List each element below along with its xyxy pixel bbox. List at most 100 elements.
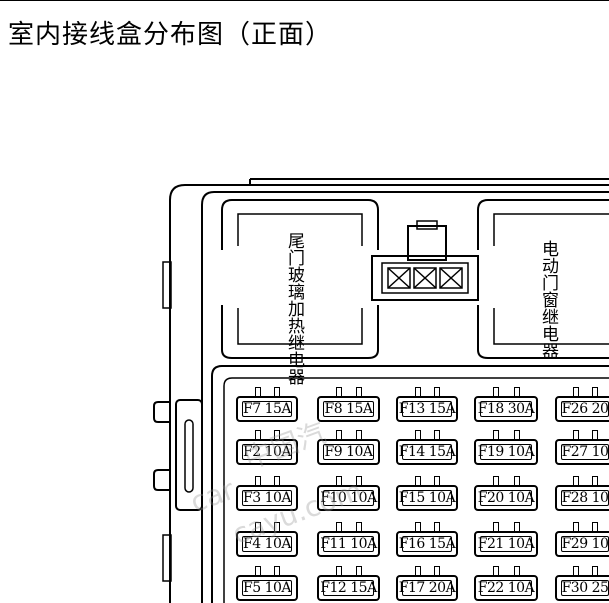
fuse-label: F15 10A bbox=[398, 490, 456, 506]
fuse-terminal-tab bbox=[274, 566, 281, 576]
fuse-terminal-tab bbox=[335, 522, 342, 532]
fuse-label: F27 10 bbox=[561, 444, 609, 460]
fuse-terminal-tab bbox=[573, 430, 579, 440]
fuse-inner-frame bbox=[242, 490, 292, 506]
fuse-terminal-tab bbox=[573, 566, 579, 576]
fuse-slot: F10 10A bbox=[317, 485, 380, 511]
relay-label-power-window: 电动门窗继电器 bbox=[538, 240, 558, 359]
fuse-terminal-tab bbox=[434, 430, 441, 440]
fuse-inner-frame bbox=[402, 401, 452, 417]
fuse-terminal-tab bbox=[513, 522, 520, 532]
fuse-slot: F16 15A bbox=[396, 531, 458, 557]
fuse-inner-frame bbox=[323, 536, 374, 552]
fuse-terminal-tab bbox=[254, 476, 261, 486]
fuse-terminal-tab bbox=[414, 522, 421, 532]
fuse-terminal-tab bbox=[356, 476, 363, 486]
fuse-slot: F28 10 bbox=[555, 485, 609, 511]
fuse-terminal-tab bbox=[356, 566, 363, 576]
fuse-label: F2 10A bbox=[243, 444, 292, 460]
fuse-slot: F14 15A bbox=[396, 439, 458, 465]
fuse-terminal-tab bbox=[335, 387, 342, 397]
fuse-inner-frame bbox=[402, 536, 452, 552]
fuse-terminal-tab bbox=[493, 566, 500, 576]
fuse-slot: F5 10A bbox=[236, 575, 298, 601]
fuse-terminal-tab bbox=[254, 566, 261, 576]
fuse-inner-frame bbox=[402, 444, 452, 460]
fuse-terminal-tab bbox=[335, 566, 342, 576]
fuse-label: F18 30A bbox=[477, 401, 535, 417]
fuse-label: F3 10A bbox=[243, 490, 292, 506]
fuse-inner-frame bbox=[323, 401, 374, 417]
fuse-label: F26 20 bbox=[561, 401, 609, 417]
fuse-terminal-tab bbox=[573, 476, 579, 486]
fuse-terminal-tab bbox=[434, 476, 441, 486]
fuse-inner-frame bbox=[323, 490, 374, 506]
fuse-slot: F3 10A bbox=[236, 485, 298, 511]
fuse-inner-frame bbox=[323, 444, 374, 460]
fuse-terminal-tab bbox=[414, 387, 421, 397]
fuse-terminal-tab bbox=[513, 476, 520, 486]
fuse-terminal-tab bbox=[573, 522, 579, 532]
fuse-terminal-tab bbox=[414, 476, 421, 486]
fuse-inner-frame bbox=[480, 536, 532, 552]
fuse-inner-frame bbox=[323, 580, 374, 596]
fuse-label: F17 20A bbox=[398, 580, 456, 596]
fuse-inner-frame bbox=[480, 401, 532, 417]
fuse-slot: F27 10 bbox=[555, 439, 609, 465]
top-rule bbox=[0, 0, 609, 1]
fuse-label: F29 10 bbox=[561, 536, 609, 552]
fuse-terminal-tab bbox=[414, 566, 421, 576]
fuse-label: F14 15A bbox=[398, 444, 456, 460]
fuse-label: F9 10A bbox=[324, 444, 374, 460]
fuse-inner-frame bbox=[242, 536, 292, 552]
fuse-label: F19 10A bbox=[477, 444, 535, 460]
fuse-terminal-tab bbox=[356, 522, 363, 532]
fuse-label: F11 10A bbox=[320, 536, 377, 552]
fuse-terminal-tab bbox=[356, 387, 363, 397]
fuse-terminal-tab bbox=[254, 387, 261, 397]
fuse-terminal-tab bbox=[274, 522, 281, 532]
fuse-inner-frame bbox=[480, 490, 532, 506]
fuse-terminal-tab bbox=[274, 430, 281, 440]
fuse-slot: F15 10A bbox=[396, 485, 458, 511]
fuse-label: F12 15A bbox=[320, 580, 377, 596]
fuse-slot: F12 15A bbox=[317, 575, 380, 601]
fuse-label: F7 15A bbox=[243, 401, 292, 417]
relay-label-tailgate-glass-heating: 尾门玻璃加热继电器 bbox=[284, 232, 304, 385]
fuse-terminal-tab bbox=[274, 476, 281, 486]
fuse-terminal-tab bbox=[592, 387, 599, 397]
fuse-inner-frame bbox=[242, 401, 292, 417]
fuse-inner-frame bbox=[402, 490, 452, 506]
fuse-terminal-tab bbox=[274, 387, 281, 397]
fuse-terminal-tab bbox=[592, 430, 599, 440]
fuse-label: F5 10A bbox=[243, 580, 292, 596]
fuse-slot: F11 10A bbox=[317, 531, 380, 557]
fuse-terminal-tab bbox=[592, 566, 599, 576]
fuse-slot: F7 15A bbox=[236, 396, 298, 422]
fuse-terminal-tab bbox=[493, 522, 500, 532]
fuse-inner-frame bbox=[480, 580, 532, 596]
fuse-terminal-tab bbox=[254, 430, 261, 440]
fuse-slot: F2 10A bbox=[236, 439, 298, 465]
fuse-terminal-tab bbox=[513, 387, 520, 397]
fuse-inner-frame bbox=[242, 580, 292, 596]
fuse-terminal-tab bbox=[434, 566, 441, 576]
fuse-terminal-tab bbox=[513, 430, 520, 440]
fuse-slot: F20 10A bbox=[474, 485, 538, 511]
fuse-slot: F13 15A bbox=[396, 396, 458, 422]
fuse-slot: F9 10A bbox=[317, 439, 380, 465]
fuse-slot: F22 10A bbox=[474, 575, 538, 601]
fuse-terminal-tab bbox=[493, 476, 500, 486]
fuse-label: F20 10A bbox=[477, 490, 535, 506]
fuse-label: F16 15A bbox=[398, 536, 456, 552]
fuse-label: F22 10A bbox=[477, 580, 535, 596]
fuse-slot: F18 30A bbox=[474, 396, 538, 422]
fuse-slot: F17 20A bbox=[396, 575, 458, 601]
fuse-slot: F4 10A bbox=[236, 531, 298, 557]
fuse-label: F30 25 bbox=[561, 580, 609, 596]
fuse-inner-frame bbox=[480, 444, 532, 460]
fuse-terminal-tab bbox=[335, 476, 342, 486]
fuse-label: F10 10A bbox=[320, 490, 377, 506]
fuse-terminal-tab bbox=[356, 430, 363, 440]
